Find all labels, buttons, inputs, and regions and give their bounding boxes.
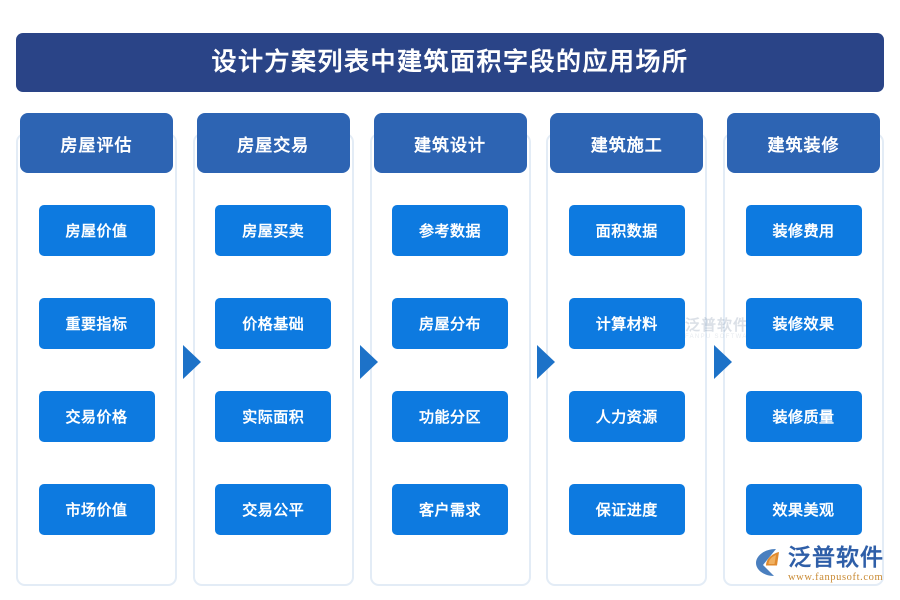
column-architectural-design: 建筑设计 参考数据 房屋分布 功能分区 客户需求 (369, 113, 531, 586)
item-box[interactable]: 功能分区 (392, 391, 508, 442)
column-items-4: 面积数据 计算材料 人力资源 保证进度 (546, 185, 707, 586)
item-label: 客户需求 (418, 502, 481, 519)
page-title: 设计方案列表中建筑面积字段的应用场所 (211, 48, 689, 76)
brand-name: 泛普软件 (788, 544, 884, 570)
item-label: 价格基础 (242, 316, 305, 333)
column-decoration: 建筑装修 装修费用 装修效果 装修质量 效果美观 (723, 113, 884, 586)
item-label: 市场价值 (65, 502, 128, 519)
columns-row: 房屋评估 房屋价值 重要指标 交易价格 市场价值 房屋交易 (16, 113, 884, 586)
item-box[interactable]: 参考数据 (392, 205, 508, 256)
column-items-2: 房屋买卖 价格基础 实际面积 交易公平 (193, 185, 354, 586)
item-box[interactable]: 房屋分布 (392, 298, 508, 349)
item-box[interactable]: 保证进度 (568, 484, 685, 535)
column-items-5: 装修费用 装修效果 装修质量 效果美观 (723, 185, 884, 586)
column-header-2[interactable]: 房屋交易 (196, 113, 350, 173)
column-construction: 建筑施工 面积数据 计算材料 人力资源 保证进度 (546, 113, 708, 586)
item-box[interactable]: 装修效果 (745, 298, 862, 349)
item-box[interactable]: 效果美观 (745, 484, 862, 535)
item-label: 交易价格 (65, 409, 128, 426)
arrow-right-icon (537, 345, 555, 379)
item-label: 房屋价值 (65, 223, 128, 240)
item-box[interactable]: 交易公平 (215, 484, 332, 535)
title-banner: 设计方案列表中建筑面积字段的应用场所 (16, 33, 884, 92)
item-box[interactable]: 房屋价值 (38, 205, 155, 256)
item-box[interactable]: 重要指标 (38, 298, 155, 349)
item-label: 保证进度 (595, 502, 658, 519)
item-box[interactable]: 市场价值 (38, 484, 155, 535)
arrow-right-icon (183, 345, 201, 379)
column-header-3[interactable]: 建筑设计 (373, 113, 527, 173)
item-label: 装修效果 (772, 316, 835, 333)
item-label: 参考数据 (418, 223, 481, 240)
column-header-label: 建筑施工 (590, 135, 663, 155)
item-label: 交易公平 (242, 502, 305, 519)
arrow-right-icon (360, 345, 378, 379)
column-header-label: 房屋评估 (60, 135, 133, 155)
item-box[interactable]: 装修质量 (745, 391, 862, 442)
item-box[interactable]: 实际面积 (215, 391, 332, 442)
arrow-right-icon (714, 345, 732, 379)
column-header-4[interactable]: 建筑施工 (550, 113, 704, 173)
brand-logo: 泛普软件 www.fanpusoft.com (753, 544, 893, 593)
item-box[interactable]: 客户需求 (392, 484, 508, 535)
item-label: 重要指标 (65, 316, 128, 333)
column-header-label: 建筑装修 (767, 135, 840, 155)
column-header-1[interactable]: 房屋评估 (20, 113, 173, 173)
item-label: 人力资源 (595, 409, 658, 426)
item-box[interactable]: 装修费用 (745, 205, 862, 256)
item-box[interactable]: 计算材料 (568, 298, 685, 349)
column-header-5[interactable]: 建筑装修 (727, 113, 880, 173)
column-items-3: 参考数据 房屋分布 功能分区 客户需求 (370, 185, 531, 586)
column-header-label: 建筑设计 (414, 135, 486, 155)
item-box[interactable]: 面积数据 (568, 205, 685, 256)
column-header-label: 房屋交易 (237, 135, 310, 155)
fanpu-logo-icon (756, 549, 779, 576)
column-items-1: 房屋价值 重要指标 交易价格 市场价值 (16, 185, 177, 586)
column-housing-appraisal: 房屋评估 房屋价值 重要指标 交易价格 市场价值 (16, 113, 177, 586)
brand-logo-texts: 泛普软件 www.fanpusoft.com (788, 544, 884, 584)
item-box[interactable]: 房屋买卖 (215, 205, 332, 256)
item-label: 装修质量 (772, 409, 835, 426)
item-box[interactable]: 价格基础 (215, 298, 332, 349)
item-label: 房屋分布 (418, 316, 481, 333)
item-box[interactable]: 人力资源 (568, 391, 685, 442)
item-label: 装修费用 (772, 223, 835, 240)
item-label: 面积数据 (595, 223, 658, 240)
brand-url: www.fanpusoft.com (788, 571, 884, 583)
item-label: 房屋买卖 (242, 223, 305, 240)
item-label: 实际面积 (242, 409, 305, 426)
item-box[interactable]: 交易价格 (38, 391, 155, 442)
item-label: 计算材料 (595, 316, 658, 333)
item-label: 功能分区 (418, 409, 481, 426)
column-housing-transaction: 房屋交易 房屋买卖 价格基础 实际面积 交易公平 (192, 113, 354, 586)
item-label: 效果美观 (772, 502, 835, 519)
